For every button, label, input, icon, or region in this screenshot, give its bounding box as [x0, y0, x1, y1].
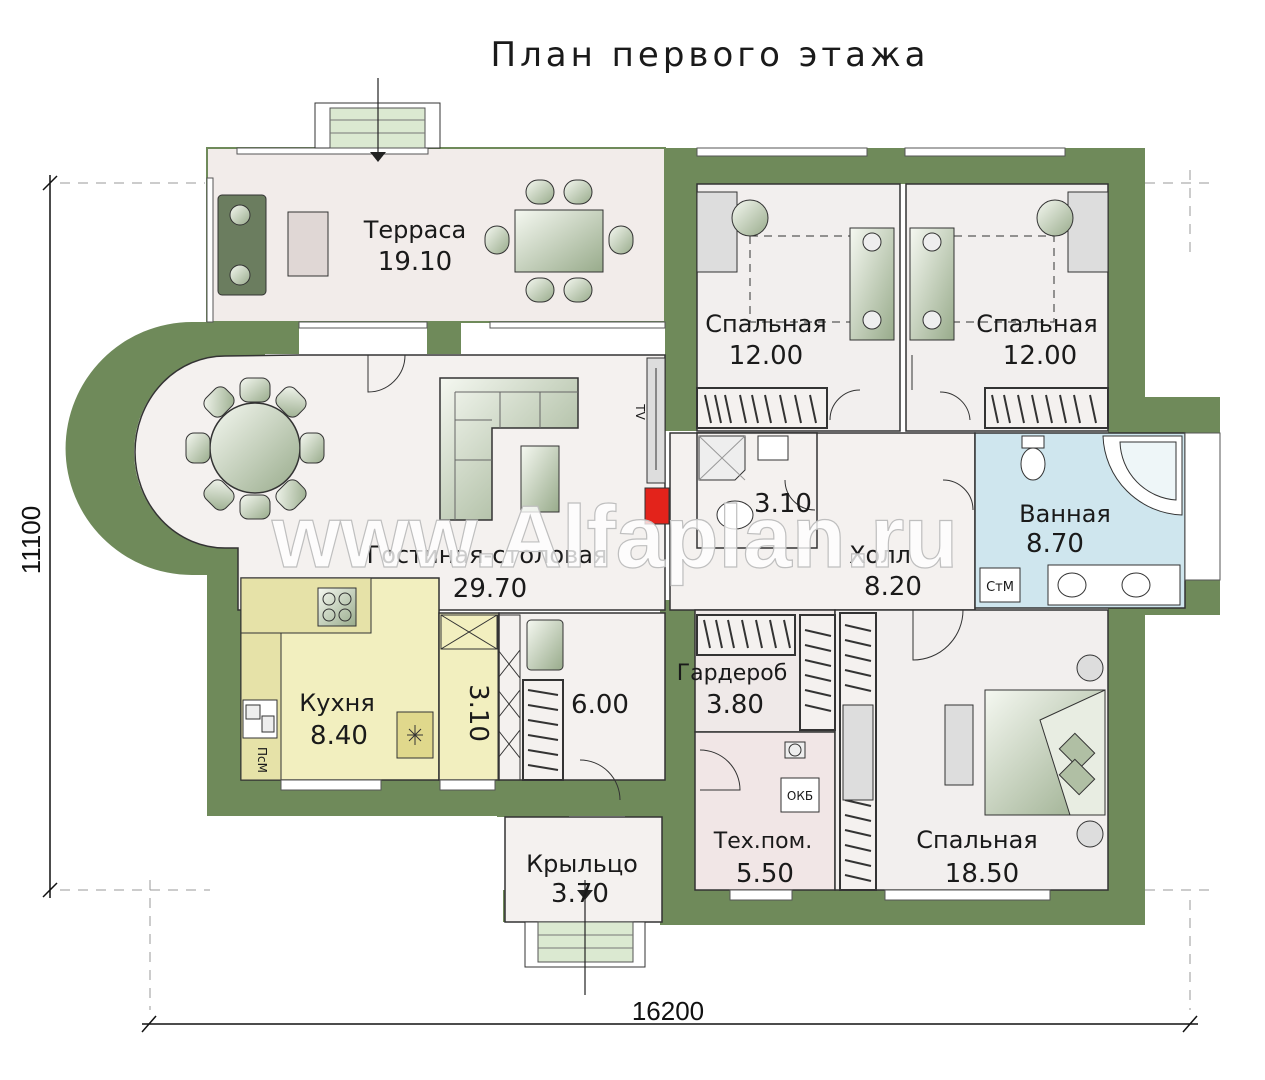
bedroom-2-area: 12.00: [1003, 341, 1077, 371]
height-dimension-label: 11100: [16, 506, 46, 574]
width-dimension-label: 16200: [632, 996, 704, 1026]
boiler: ОКБ: [780, 741, 820, 813]
kitchen-equipment: [242, 587, 434, 759]
bath-fixtures: СтМ: [979, 435, 1183, 606]
bedroom-3-area: 18.50: [945, 859, 1019, 889]
terrace-area: 19.10: [378, 247, 452, 277]
dining-table: [185, 377, 325, 520]
bedroom-1-name: Спальная: [705, 310, 826, 338]
dimension-width: 16200: [141, 996, 1198, 1033]
shower-area: 3.10: [754, 489, 812, 519]
vestibule-cabinet: [526, 619, 564, 671]
porch-name: Крыльцо: [526, 850, 638, 878]
watermark: www.Alfaplan.ru: [271, 487, 958, 586]
wardrobe-area: 3.80: [706, 690, 764, 720]
terrace-sofa: [217, 194, 267, 296]
tech-area: 5.50: [736, 859, 794, 889]
dimension-height: 11100: [16, 175, 58, 898]
shower-room-fixtures: [698, 435, 789, 530]
living-name: Гостиная-столовая: [367, 541, 608, 569]
dishwasher-label: ПсМ: [255, 747, 269, 773]
closets: [522, 387, 1109, 891]
corner-sofa: [439, 377, 579, 521]
walls: [65, 148, 1220, 925]
vestibule-area: 6.00: [571, 690, 629, 720]
washer-label: СтМ: [986, 580, 1014, 595]
kitchen-area: 8.40: [310, 721, 368, 751]
boiler-label: ОКБ: [787, 789, 813, 803]
doors: [367, 354, 974, 801]
pantry-floor: [438, 612, 500, 781]
bedroom-3-name: Спальная: [916, 826, 1037, 854]
room-labels: Терраса 19.10 Спальная 12.00 Спальная 12…: [299, 216, 1111, 909]
tv-label: TV: [633, 403, 647, 420]
tech-name: Тех.пом.: [713, 829, 812, 854]
double-bed: [944, 654, 1106, 848]
axis-lines: [60, 170, 1210, 1010]
bedroom-tv-stand: [842, 704, 874, 801]
terrace-steps: [314, 78, 441, 162]
hall-name: Холл: [849, 541, 911, 569]
terrace-dining-set: [484, 179, 634, 303]
porch-floor: [504, 816, 663, 923]
bedroom-1-area: 12.00: [729, 341, 803, 371]
wardrobe-name: Гардероб: [677, 661, 788, 686]
bath-name: Ванная: [1019, 500, 1111, 528]
living-tv: TV: [633, 357, 666, 484]
kitchen-name: Кухня: [299, 689, 375, 717]
pantry-shelves: [440, 614, 521, 781]
hall-area: 8.20: [864, 572, 922, 602]
porch-area: 3.70: [551, 879, 609, 909]
terrace-coffee-table: [287, 211, 329, 277]
living-coffee-table: [520, 445, 560, 513]
living-area: 29.70: [453, 574, 527, 604]
bedroom-1-furniture: [696, 191, 895, 341]
bedroom-2-furniture: [909, 191, 1109, 341]
bedroom-2-name: Спальная: [976, 310, 1097, 338]
pantry-area: 3.10: [463, 684, 493, 742]
plan-title: План первого этажа: [491, 35, 930, 75]
terrace-name: Терраса: [363, 216, 467, 244]
fireplace: [644, 487, 670, 525]
porch-steps: [524, 880, 646, 995]
bath-area: 8.70: [1026, 529, 1084, 559]
